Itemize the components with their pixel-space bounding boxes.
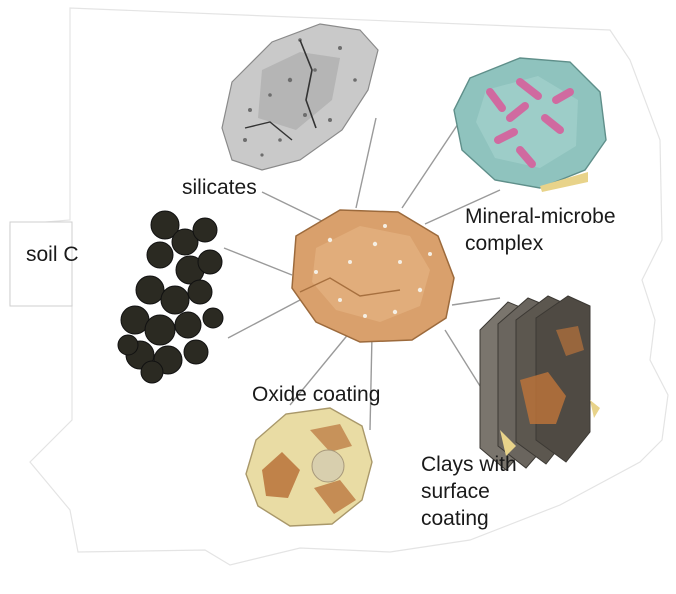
label-line: coating bbox=[421, 505, 517, 532]
label-line: complex bbox=[465, 230, 616, 257]
label-oxide-coating: Oxide coating bbox=[252, 381, 380, 408]
label-mineral-microbe-complex: Mineral-microbe complex bbox=[465, 203, 616, 257]
label-line: Clays with bbox=[421, 451, 517, 478]
label-soil-c: soil C bbox=[26, 241, 79, 268]
label-line: surface bbox=[421, 478, 517, 505]
label-silicates: silicates bbox=[182, 174, 257, 201]
label-line: Mineral-microbe bbox=[465, 203, 616, 230]
label-clays-with-surface-coating: Clays with surface coating bbox=[421, 451, 517, 532]
